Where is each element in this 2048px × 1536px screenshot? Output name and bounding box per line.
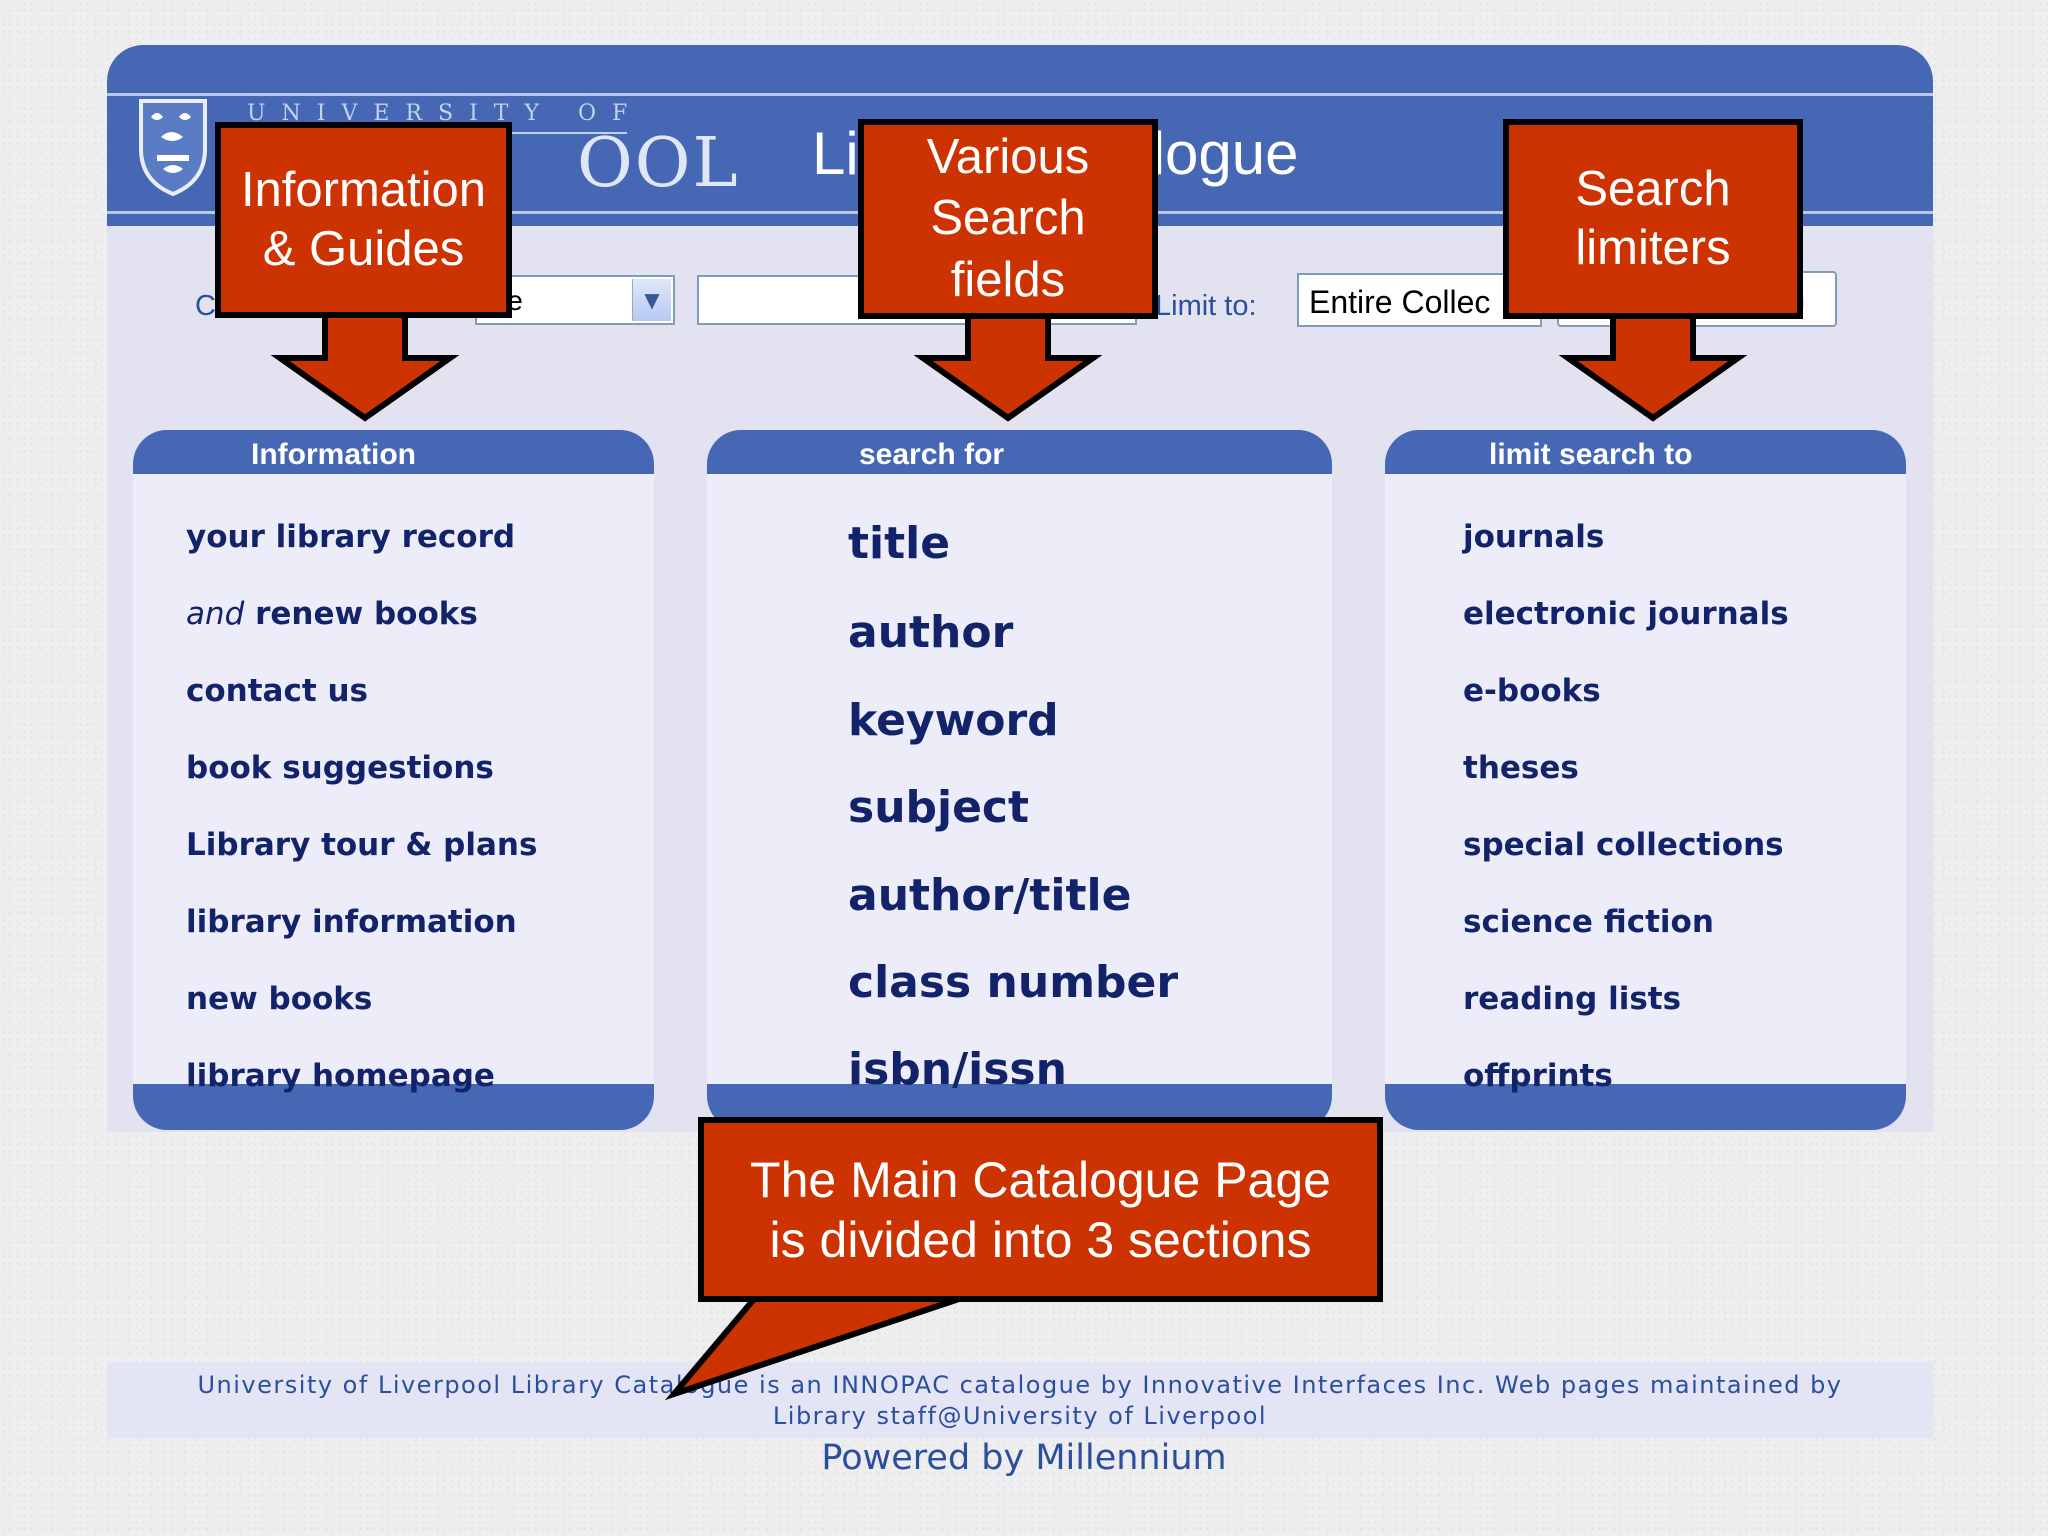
search-for-section-title: search for — [859, 438, 1005, 471]
university-crest-icon — [139, 99, 207, 197]
limit-science-fiction-link[interactable]: science fiction — [1463, 904, 1714, 940]
information-section-body: your library record and renew books cont… — [133, 474, 654, 1094]
information-link-new-books[interactable]: new books — [186, 981, 373, 1017]
limit-reading-lists-link[interactable]: reading lists — [1463, 981, 1682, 1017]
search-for-section-body: title author keyword subject author/titl… — [707, 474, 1332, 1095]
search-for-subject-link[interactable]: subject — [848, 782, 1030, 833]
callout-search-fields-line-1: Various — [926, 130, 1090, 185]
footer-line-2: Library staff@University of Liverpool — [772, 1402, 1268, 1430]
info-guides-arrow-icon — [270, 310, 460, 422]
powered-by-text: Powered by Millennium — [821, 1438, 1227, 1478]
limit-e-books-link[interactable]: e-books — [1463, 673, 1601, 709]
header-rule-top — [107, 93, 1933, 96]
information-link-renew-books[interactable]: and renew books — [186, 596, 478, 632]
footer-line-1: University of Liverpool Library Catalogu… — [197, 1371, 1843, 1399]
main-callout-pointer-icon — [665, 1290, 981, 1400]
callout-search-fields-line-2: Search — [930, 191, 1086, 246]
limit-search-section-body: journals electronic journals e-books the… — [1385, 474, 1906, 1094]
footer-band: University of Liverpool Library Catalogu… — [107, 1362, 1933, 1438]
callout-info-guides-line-2: & Guides — [262, 222, 465, 276]
information-section: Information your library record and rene… — [133, 430, 654, 1130]
callout-search-limiters-line-1: Search — [1575, 162, 1731, 217]
limit-select-value: Entire Collec — [1309, 284, 1491, 320]
callout-info-guides-line-1: Information — [240, 163, 487, 218]
footer-text: University of Liverpool Library Catalogu… — [107, 1370, 1933, 1432]
information-link-book-suggestions[interactable]: book suggestions — [186, 750, 494, 786]
callout-search-limiters: Search limiters — [1503, 119, 1803, 319]
callout-search-limiters-line-2: limiters — [1575, 221, 1731, 275]
callout-search-fields: Various Search fields — [858, 119, 1158, 319]
search-for-author-title-link[interactable]: author/title — [848, 870, 1132, 921]
information-link-library-tour[interactable]: Library tour & plans — [186, 827, 538, 863]
callout-search-fields-line-3: fields — [950, 252, 1066, 307]
callout-info-guides: Information & Guides — [215, 122, 512, 318]
limit-journals-link[interactable]: journals — [1463, 519, 1605, 555]
search-for-class-number-link[interactable]: class number — [848, 957, 1179, 1008]
information-link-library-homepage[interactable]: library homepage — [186, 1058, 495, 1094]
search-for-section: search for title author keyword subject … — [707, 430, 1332, 1130]
information-link-library-record[interactable]: your library record — [186, 519, 516, 555]
limit-label: Limit to: — [1155, 290, 1257, 322]
limit-search-section: limit search to journals electronic jour… — [1385, 430, 1906, 1130]
search-row-label: C — [195, 290, 216, 322]
information-link-contact-us[interactable]: contact us — [186, 673, 368, 709]
search-limiters-arrow-icon — [1558, 310, 1748, 422]
callout-main-catalogue: The Main Catalogue Page is divided into … — [698, 1117, 1383, 1302]
limit-offprints-link[interactable]: offprints — [1463, 1058, 1613, 1094]
limit-search-section-title: limit search to — [1489, 438, 1693, 471]
information-section-title: Information — [251, 438, 416, 471]
search-for-isbn-issn-link[interactable]: isbn/issn — [848, 1044, 1067, 1095]
callout-main-line-2: is divided into 3 sections — [769, 1211, 1312, 1268]
chevron-down-icon[interactable]: ▼ — [632, 279, 671, 321]
limit-select[interactable]: Entire Collec — [1297, 273, 1542, 327]
information-link-library-information[interactable]: library information — [186, 904, 517, 940]
university-wordmark: UNIVERSITY OF — [247, 101, 644, 126]
limit-theses-link[interactable]: theses — [1463, 750, 1579, 786]
limit-special-collections-link[interactable]: special collections — [1463, 827, 1784, 863]
callout-main-line-1: The Main Catalogue Page — [750, 1151, 1331, 1208]
search-for-keyword-link[interactable]: keyword — [848, 695, 1059, 746]
search-for-title-link[interactable]: title — [848, 518, 951, 569]
limit-electronic-journals-link[interactable]: electronic journals — [1463, 596, 1789, 632]
search-fields-arrow-icon — [913, 310, 1103, 422]
search-for-author-link[interactable]: author — [848, 607, 1014, 658]
university-name: OOL — [577, 124, 740, 203]
